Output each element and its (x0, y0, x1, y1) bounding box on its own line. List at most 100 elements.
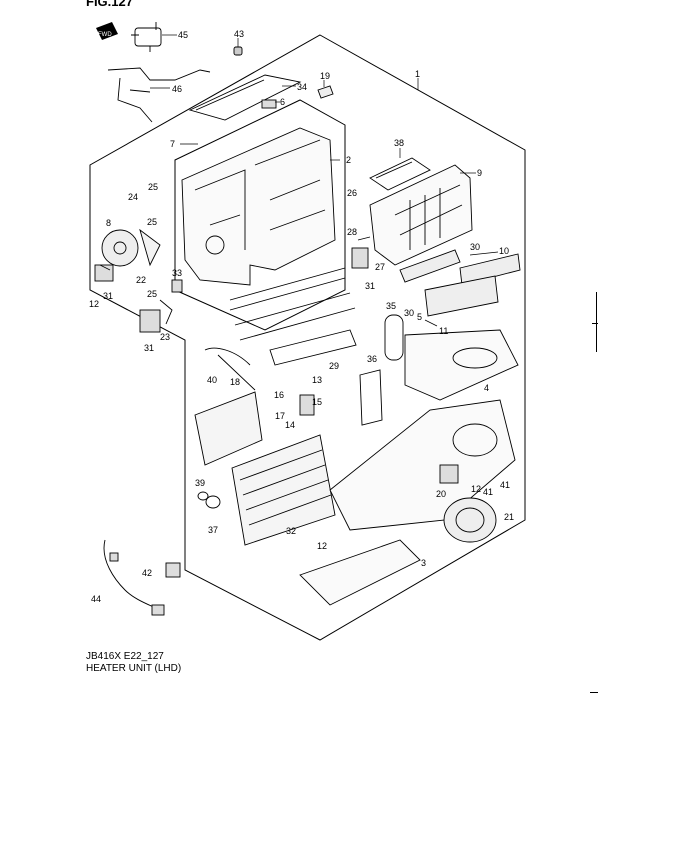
callout-13: 13 (312, 375, 322, 385)
callout-20: 20 (436, 489, 446, 499)
part-39-grommet (197, 491, 209, 501)
part-42-connector (165, 562, 181, 578)
callout-43: 43 (234, 29, 244, 39)
callout-12-c: 12 (317, 541, 327, 551)
callout-23: 23 (160, 332, 170, 342)
part-37-grommet (205, 495, 221, 509)
callout-21: 21 (504, 512, 514, 522)
callout-26: 26 (347, 188, 357, 198)
callout-15: 15 (312, 397, 322, 407)
part-22-lever (139, 228, 161, 267)
callout-19: 19 (320, 71, 330, 81)
callout-16: 16 (274, 390, 284, 400)
part-20-resistor (439, 464, 459, 484)
callout-7: 7 (170, 139, 175, 149)
callout-30-b: 30 (404, 308, 414, 318)
leader-lines (99, 34, 499, 327)
callout-31-a: 31 (103, 291, 113, 301)
part-21-blower-motor (443, 497, 497, 543)
callout-31-c: 31 (144, 343, 154, 353)
part-45-valve (131, 22, 162, 52)
assembly-outline-1 (89, 34, 526, 641)
diagram-code: JB416X E22_127 (86, 651, 164, 662)
part-2-case (181, 127, 336, 286)
callout-6: 6 (280, 97, 285, 107)
callout-24: 24 (128, 192, 138, 202)
part-10-filter (459, 253, 521, 286)
callout-31-b: 31 (365, 281, 375, 291)
part-4-blower-case (329, 399, 516, 531)
callout-30-a: 30 (470, 242, 480, 252)
part-8-actuator (101, 229, 139, 267)
callout-9: 9 (477, 168, 482, 178)
callout-labels: 45 43 46 34 6 19 1 7 2 38 9 24 25 25 26 … (89, 29, 514, 604)
callout-29: 29 (329, 361, 339, 371)
callout-37: 37 (208, 525, 218, 535)
part-44-harness (103, 539, 165, 616)
callout-10: 10 (499, 246, 509, 256)
part-9-upper-case (369, 164, 473, 266)
part-46-bracket (107, 67, 211, 123)
callout-39: 39 (195, 478, 205, 488)
part-30-filter (399, 249, 461, 283)
part-18-heater-core (194, 347, 263, 466)
part-5-lower-case (404, 329, 519, 401)
front-arrow-label: FWD (98, 32, 112, 38)
diagram-name: HEATER UNIT (LHD) (86, 663, 182, 674)
part-3-lower-case (299, 539, 421, 606)
callout-5: 5 (417, 312, 422, 322)
part-33-pin (171, 279, 183, 293)
callout-12-a: 12 (89, 299, 99, 309)
callout-1: 1 (415, 69, 420, 79)
callout-36: 36 (367, 354, 377, 364)
callout-25-c: 25 (147, 289, 157, 299)
part-32-evaporator (231, 434, 336, 546)
callout-33: 33 (172, 268, 182, 278)
page-edge-tick (592, 323, 598, 324)
front-arrow-icon: FWD (96, 22, 118, 40)
part-34-gasket (188, 74, 302, 121)
part-35-ring (384, 314, 404, 361)
part-43-clip (233, 46, 243, 56)
callout-25-b: 25 (147, 217, 157, 227)
page-edge-mark (596, 292, 597, 352)
callout-17: 17 (275, 411, 285, 421)
part-31-actuator-b (139, 309, 161, 333)
callout-41-a: 41 (483, 487, 493, 497)
callout-27: 27 (375, 262, 385, 272)
callout-12-b: 12 (471, 484, 481, 494)
part-11-filter (424, 275, 499, 317)
part-36-duct (359, 369, 383, 426)
callout-2: 2 (346, 155, 351, 165)
callout-32: 32 (286, 526, 296, 536)
page-dash (590, 692, 598, 693)
callout-14: 14 (285, 420, 295, 430)
part-23-link (159, 299, 173, 325)
callout-8: 8 (106, 218, 111, 228)
callout-28: 28 (347, 227, 357, 237)
callout-46: 46 (172, 84, 182, 94)
callout-41-b: 41 (500, 480, 510, 490)
callout-25-a: 25 (148, 182, 158, 192)
callout-35: 35 (386, 301, 396, 311)
callout-4: 4 (484, 383, 489, 393)
callout-40: 40 (207, 375, 217, 385)
part-15-expansion-valve (299, 394, 315, 416)
part-29-rails (229, 267, 357, 366)
callout-38: 38 (394, 138, 404, 148)
callout-44: 44 (91, 594, 101, 604)
part-19-cap (317, 85, 334, 99)
callout-45: 45 (178, 30, 188, 40)
part-31-actuator-a (94, 264, 114, 282)
callout-34: 34 (297, 82, 307, 92)
callout-22: 22 (136, 275, 146, 285)
part-38-gasket (369, 157, 431, 191)
figure-title: FIG.127 (86, 0, 133, 9)
part-6-link (261, 99, 277, 109)
part-31-actuator-c (351, 247, 369, 269)
callout-42: 42 (142, 568, 152, 578)
callout-18: 18 (230, 377, 240, 387)
callout-3: 3 (421, 558, 426, 568)
callout-11: 11 (439, 326, 448, 336)
